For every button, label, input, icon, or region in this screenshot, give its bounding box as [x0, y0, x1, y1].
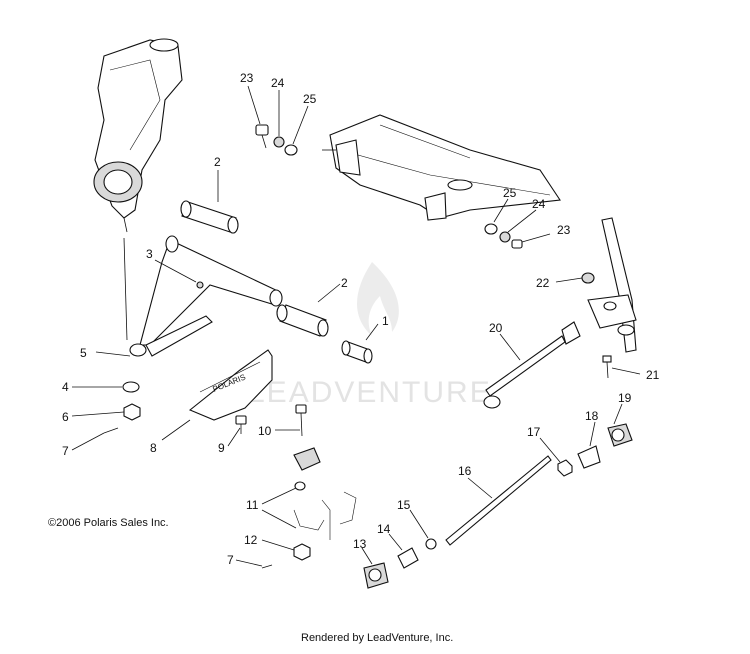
callout-3: 3: [146, 247, 153, 261]
callout-12: 12: [244, 533, 258, 547]
bolts-9-10: [235, 404, 307, 437]
upper-frame-hardware: [255, 124, 298, 156]
callout-22: 22: [536, 276, 550, 290]
steering-link: [483, 321, 581, 409]
callout-9: 9: [218, 441, 225, 455]
leader-lines: [71, 85, 641, 567]
callout-17: 17: [527, 425, 541, 439]
bushing-1: [341, 340, 373, 364]
callout-labels: 23 24 25 2 3 2 1 5 4 6 7 8 9 10 11 12 7 …: [62, 71, 660, 567]
tie-rod-bracket: [293, 447, 357, 561]
a-arm-guard: POLARIS: [188, 349, 273, 421]
footer-credit: Rendered by LeadVenture, Inc.: [301, 632, 453, 644]
callout-25: 25: [503, 186, 517, 200]
callout-7: 7: [227, 553, 234, 567]
callout-6: 6: [62, 410, 69, 424]
callout-11: 11: [246, 498, 259, 512]
callout-20: 20: [489, 321, 503, 335]
callout-24: 24: [271, 76, 285, 90]
tie-rod: [363, 455, 552, 589]
callout-23: 23: [557, 223, 571, 237]
pivot-tube-upper: [180, 200, 239, 234]
callout-14: 14: [377, 522, 391, 536]
watermark-text: LEADVENTURE: [248, 376, 492, 409]
right-frame-hardware: [484, 223, 595, 284]
callout-5: 5: [80, 346, 87, 360]
spindle-knuckle: [93, 38, 183, 233]
steering-post: [587, 217, 637, 379]
callout-7: 7: [62, 444, 69, 458]
callout-15: 15: [397, 498, 411, 512]
callout-2: 2: [341, 276, 348, 290]
callout-18: 18: [585, 409, 599, 423]
watermark: LEADVENTURE: [248, 262, 492, 409]
watermark-flame-icon: [357, 262, 399, 336]
callout-23: 23: [240, 71, 254, 85]
callout-1: 1: [382, 314, 389, 328]
callout-13: 13: [353, 537, 367, 551]
tie-rod-end-right: [557, 423, 633, 477]
a-arm: [129, 235, 283, 357]
callout-25: 25: [303, 92, 317, 106]
callout-4: 4: [62, 380, 69, 394]
callout-19: 19: [618, 391, 632, 405]
callout-21: 21: [646, 368, 660, 382]
callout-2: 2: [214, 155, 221, 169]
callout-16: 16: [458, 464, 472, 478]
pivot-tube-lower: [276, 304, 329, 337]
balljoint-hardware: [103, 381, 273, 569]
frame-section: [329, 114, 561, 221]
copyright-notice: ©2006 Polaris Sales Inc.: [48, 517, 169, 529]
callout-10: 10: [258, 424, 272, 438]
callout-8: 8: [150, 441, 157, 455]
callout-24: 24: [532, 197, 546, 211]
